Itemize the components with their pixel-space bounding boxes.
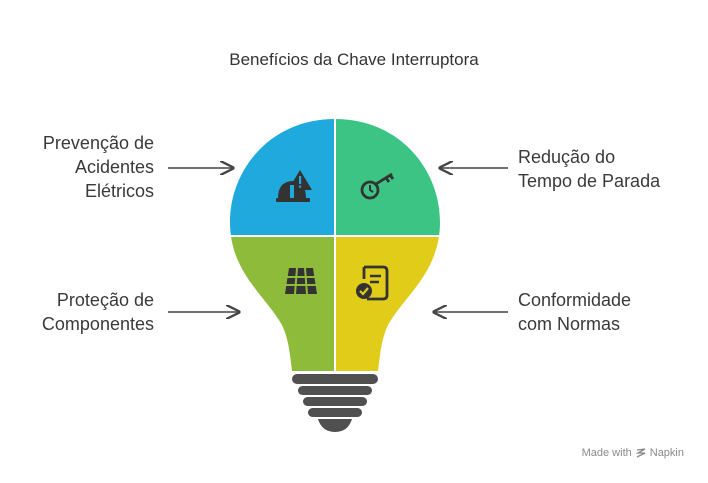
bulb-base <box>292 374 378 432</box>
quadrant-bottom-right <box>336 237 440 371</box>
napkin-logo-icon <box>635 448 646 458</box>
quadrant-top-left <box>230 119 334 235</box>
napkin-watermark: Made with Napkin <box>582 447 684 459</box>
label-reducao-tempo: Redução do Tempo de Parada <box>518 147 661 191</box>
document-check-icon <box>356 265 389 301</box>
watermark-prefix: Made with <box>581 447 632 459</box>
diagram-title: Benefícios da Chave Interruptora <box>229 50 479 69</box>
solar-panel-icon <box>285 267 317 295</box>
label-protecao-componentes: Proteção de Componentes <box>41 290 154 334</box>
watermark-brand: Napkin <box>649 447 684 459</box>
label-conformidade-normas: Conformidade com Normas <box>518 290 632 334</box>
hard-hat-warning-icon <box>276 170 312 202</box>
label-prevencao-acidentes: Prevenção de Acidentes Elétricos <box>42 133 154 201</box>
key-clock-icon <box>360 172 395 200</box>
quadrant-bottom-left <box>230 237 334 371</box>
